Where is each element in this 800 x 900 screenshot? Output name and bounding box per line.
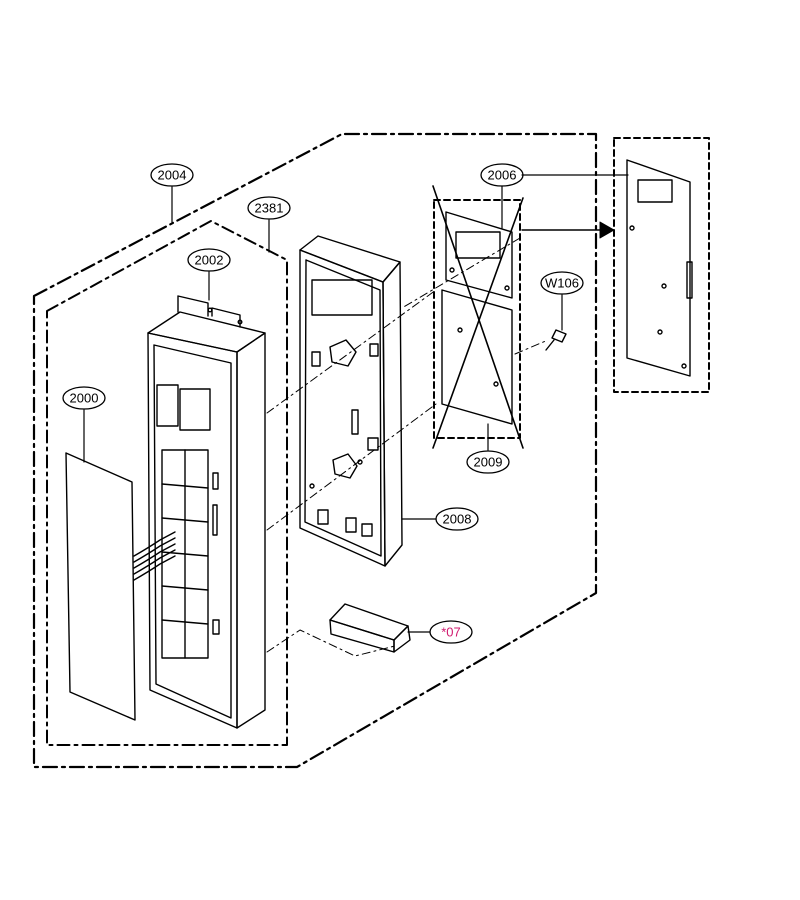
callout-ellipse-2009 [466,450,510,474]
callout-ellipse-2008 [435,507,479,531]
callout-ellipse-2002 [187,248,231,272]
part-2000-membrane-sheet [65,452,176,721]
part-w106-screw [545,329,567,351]
assembly-lines [266,237,549,657]
callout-ellipse-2006 [480,163,524,187]
callout-2009: 2009 [474,455,503,470]
callout-07: *07 [441,625,461,640]
part-replacement-pcb [626,159,693,377]
cross-out-line-2 [432,197,524,449]
part-2008-main-housing [299,235,403,567]
callout-w106: W106 [545,276,579,291]
callout-2000: 2000 [70,391,99,406]
cross-out-line-1 [432,185,524,449]
callout-ellipse-2381 [247,196,291,220]
callout-2006: 2006 [488,168,517,183]
assembly-2004-boundary [32,132,598,769]
assembly-2381-boundary [46,220,288,746]
part-2009-keypad-pcb-old [441,289,513,425]
pcb-new-boundary [613,137,710,393]
callout-ellipse-07 [429,620,473,644]
pcb-old-boundary [433,199,521,439]
part-2002-control-panel [147,295,266,729]
callout-ellipse-w106 [540,271,584,295]
callout-2381: 2381 [255,201,284,216]
callout-2002: 2002 [195,253,224,268]
leader-lines [83,174,629,633]
callout-ellipse-2004 [150,163,194,187]
part-07-clip [329,603,411,653]
callout-2008: 2008 [443,512,472,527]
replacement-arrow-head [599,221,615,239]
part-2006-display-pcb-old [445,211,513,299]
callout-2004: 2004 [158,168,187,183]
callout-ellipse-2000 [62,386,106,410]
